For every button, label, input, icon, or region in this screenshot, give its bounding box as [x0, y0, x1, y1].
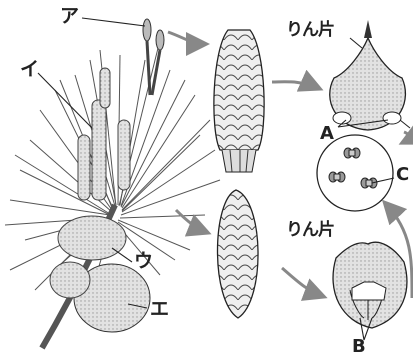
arrow-icon — [176, 210, 206, 232]
label-B: B — [352, 338, 366, 356]
label-a: ア — [60, 7, 79, 26]
cone-cluster-u — [58, 216, 126, 260]
arrow-icon — [168, 32, 204, 44]
upper-cone — [214, 30, 264, 172]
label-i: イ — [20, 60, 39, 79]
scale-lower — [333, 242, 407, 328]
leader-i — [38, 73, 92, 128]
young-cones — [143, 19, 164, 95]
leader-u — [112, 248, 132, 262]
arrow-icon — [272, 82, 318, 88]
lower-cone — [218, 190, 259, 318]
leader-scale-top — [350, 38, 362, 48]
arrow-icon — [282, 268, 322, 296]
label-scale-top: りん片 — [286, 22, 334, 39]
label-u: ウ — [134, 252, 153, 271]
label-scale-bottom: りん片 — [286, 222, 334, 239]
pollen-circle — [317, 135, 393, 211]
male-flower-cluster — [78, 68, 130, 200]
arrow-icon — [404, 132, 409, 142]
scale-upper — [330, 20, 410, 130]
label-A: A — [320, 125, 334, 143]
label-C: C — [396, 166, 409, 184]
label-e: エ — [150, 300, 169, 319]
leader-a — [82, 18, 145, 26]
